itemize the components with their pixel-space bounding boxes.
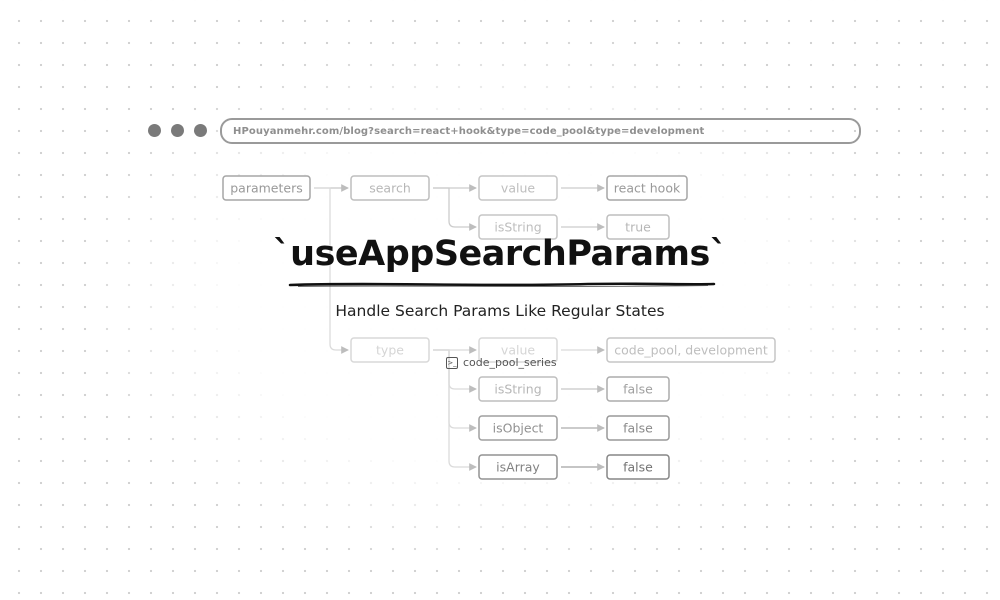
node-box bbox=[606, 214, 670, 240]
node-label: false bbox=[623, 421, 653, 436]
node-type-isarray: isArray bbox=[478, 454, 558, 480]
node-label: isString bbox=[494, 382, 541, 397]
node-search-value: value bbox=[478, 175, 558, 201]
node-box bbox=[606, 415, 670, 441]
node-label: false bbox=[623, 382, 653, 397]
terminal-icon: >_ bbox=[446, 356, 458, 369]
node-type-isobject: isObject bbox=[478, 415, 558, 441]
node-box bbox=[606, 454, 670, 480]
node-box bbox=[478, 337, 558, 363]
node-box bbox=[478, 175, 558, 201]
node-box bbox=[350, 337, 430, 363]
node-box bbox=[606, 175, 688, 201]
url-text: HPouyanmehr.com/blog?search=react+hook&t… bbox=[233, 125, 705, 137]
node-search: search bbox=[350, 175, 430, 201]
node-label: code_pool, development bbox=[614, 343, 768, 358]
node-search-value-result: react hook bbox=[606, 175, 688, 201]
node-label: true bbox=[625, 220, 651, 235]
node-type-value-result: code_pool, development bbox=[606, 337, 776, 363]
edge-parameters-to-type bbox=[314, 187, 349, 354]
address-bar[interactable]: HPouyanmehr.com/blog?search=react+hook&t… bbox=[220, 118, 861, 144]
node-label: false bbox=[623, 460, 653, 475]
node-label: parameters bbox=[230, 181, 303, 196]
edge-search-to-search_isstring bbox=[433, 187, 477, 231]
node-search-isstring-result: true bbox=[606, 214, 670, 240]
node-search-isstring: isString bbox=[478, 214, 558, 240]
node-label: search bbox=[369, 181, 411, 196]
node-type-isstring: isString bbox=[478, 376, 558, 402]
node-box bbox=[222, 175, 311, 201]
node-box bbox=[478, 376, 558, 402]
window-dot-icon bbox=[171, 124, 184, 137]
node-label: value bbox=[501, 343, 535, 358]
node-label: value bbox=[501, 181, 535, 196]
node-box bbox=[478, 214, 558, 240]
title-underline bbox=[288, 282, 716, 288]
edge-type-to-type_isarray bbox=[433, 349, 477, 471]
node-box bbox=[606, 376, 670, 402]
page-title: `useAppSearchParams` bbox=[273, 234, 727, 274]
window-controls bbox=[148, 124, 207, 137]
node-label: isArray bbox=[496, 460, 540, 475]
page-subtitle: Handle Search Params Like Regular States bbox=[335, 302, 665, 320]
node-parameters: parameters bbox=[222, 175, 311, 201]
node-type-isarray-result: false bbox=[606, 454, 670, 480]
node-box bbox=[478, 415, 558, 441]
series-label: code_pool_series bbox=[463, 356, 557, 369]
node-box bbox=[350, 175, 430, 201]
node-box bbox=[606, 337, 776, 363]
node-type: type bbox=[350, 337, 430, 363]
node-label: isObject bbox=[493, 421, 544, 436]
node-type-isobject-result: false bbox=[606, 415, 670, 441]
node-label: isString bbox=[494, 220, 541, 235]
node-type-value: value bbox=[478, 337, 558, 363]
series-tag: >_ code_pool_series bbox=[446, 356, 557, 369]
node-label: type bbox=[376, 343, 404, 358]
window-dot-icon bbox=[148, 124, 161, 137]
node-type-isstring-result: false bbox=[606, 376, 670, 402]
node-box bbox=[478, 454, 558, 480]
node-label: react hook bbox=[614, 181, 681, 196]
window-dot-icon bbox=[194, 124, 207, 137]
